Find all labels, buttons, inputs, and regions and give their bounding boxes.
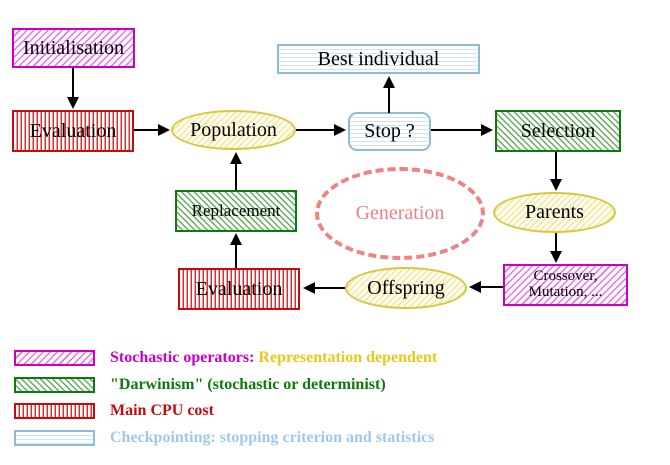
node-initialisation: Initialisation — [12, 28, 135, 68]
node-stop-label: Stop ? — [364, 120, 415, 142]
node-selection: Selection — [495, 110, 621, 152]
node-parents-label: Parents — [525, 201, 584, 223]
legend-swatch-green-hatch — [14, 377, 95, 393]
node-generation: Generation — [315, 167, 485, 260]
node-parents: Parents — [493, 192, 616, 233]
legend-darwinism-label: "Darwinism" (stochastic or determinist) — [110, 376, 386, 393]
node-best-individual: Best individual — [277, 44, 480, 74]
node-crossover-line2: Mutation, ... — [528, 284, 603, 300]
node-generation-label: Generation — [355, 202, 445, 224]
legend-swatch-red-stripes — [14, 403, 95, 419]
node-offspring: Offspring — [345, 267, 467, 309]
node-evaluation-bottom-label: Evaluation — [195, 277, 283, 300]
legend-cpu-label: Main CPU cost — [110, 402, 214, 419]
node-evaluation-top: Evaluation — [12, 110, 134, 152]
legend-stochastic-label: Stochastic operators: — [110, 349, 255, 366]
node-evaluation-top-label: Evaluation — [29, 119, 117, 142]
node-crossover-mutation: Crossover, Mutation, ... — [503, 264, 628, 306]
node-crossover-line1: Crossover, — [533, 268, 598, 285]
legend-checkpointing-label: Checkpointing: stopping criterion and st… — [110, 429, 435, 446]
node-initialisation-label: Initialisation — [22, 36, 125, 59]
node-replacement-label: Replacement — [191, 201, 281, 221]
legend-stochastic-value: Representation dependent — [258, 349, 438, 366]
legend-swatch-magenta-hatch — [14, 350, 95, 366]
legend-row-checkpointing: Checkpointing: stopping criterion and st… — [14, 429, 434, 447]
legend-row-darwinism: "Darwinism" (stochastic or determinist) — [14, 376, 386, 394]
legend-row-cpu: Main CPU cost — [14, 402, 214, 420]
node-population-label: Population — [190, 118, 277, 141]
legend-label-stochastic: Stochastic operators: Representation dep… — [110, 349, 437, 367]
node-offspring-label: Offspring — [367, 276, 445, 299]
node-replacement: Replacement — [175, 190, 297, 232]
legend-row-stochastic: Stochastic operators: Representation dep… — [14, 349, 437, 367]
node-best-individual-label: Best individual — [317, 47, 440, 70]
node-population: Population — [171, 110, 296, 150]
node-stop: Stop ? — [348, 112, 431, 151]
node-selection-label: Selection — [520, 119, 596, 142]
legend-swatch-cyan-stripes — [14, 430, 95, 446]
node-evaluation-bottom: Evaluation — [178, 268, 300, 310]
